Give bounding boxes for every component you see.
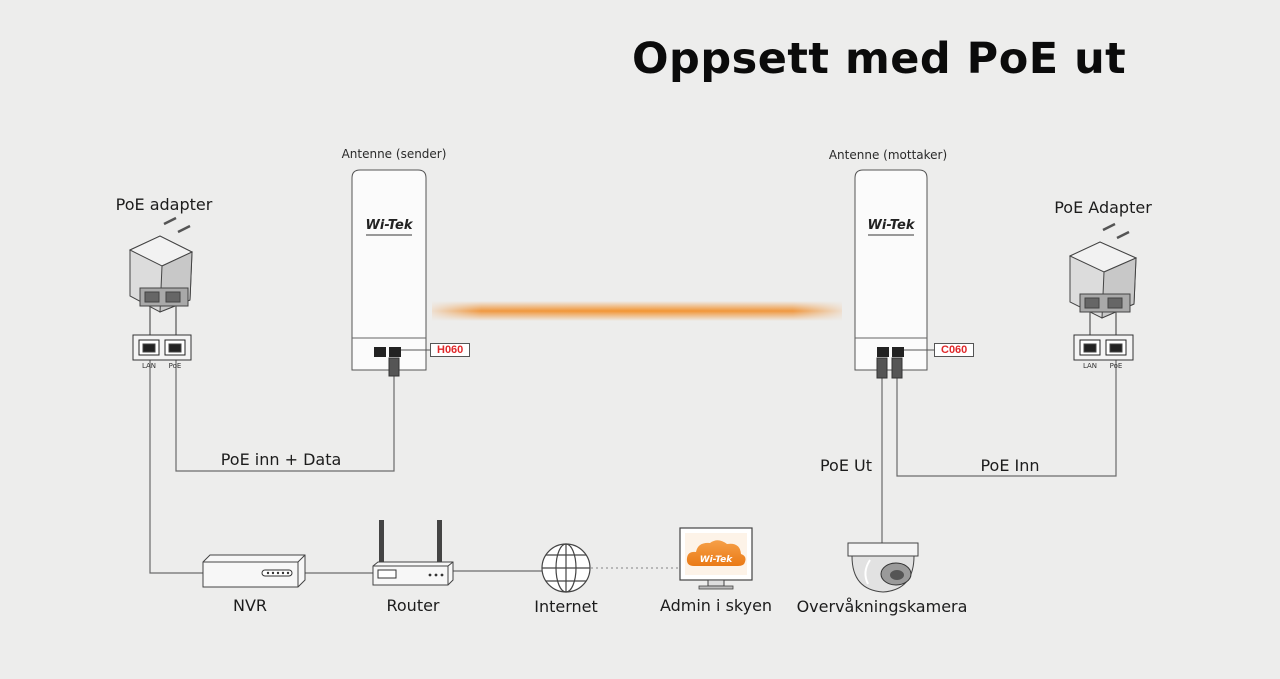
antenna-receiver-label: Antenne (mottaker)	[828, 148, 948, 162]
router-icon	[372, 520, 454, 586]
internet-label: Internet	[534, 597, 598, 616]
link-poe-in-data-label: PoE inn + Data	[220, 450, 342, 469]
right-port-poe-label: PoE	[1109, 362, 1123, 370]
poe-adapter-left-icon	[128, 216, 194, 361]
antenna-receiver-icon: Wi-Tek	[854, 169, 934, 379]
cable-left-poe-to-sender	[175, 360, 395, 472]
camera-icon	[847, 542, 919, 593]
cloud-admin-label: Admin i skyen	[659, 596, 773, 615]
receiver-model-tag: C060	[934, 343, 975, 357]
poe-adapter-right-icon	[1068, 222, 1138, 361]
right-port-lan-label: LAN	[1082, 362, 1098, 370]
svg-text:Wi-Tek: Wi-Tek	[868, 218, 916, 233]
link-poe-out-label: PoE Ut	[819, 456, 873, 475]
sender-model-tag: H060	[430, 343, 471, 357]
antenna-sender-icon: Wi-Tek	[351, 169, 430, 377]
globe-icon	[541, 543, 591, 593]
page-title: Oppsett med PoE ut	[632, 34, 1127, 84]
cloud-admin-icon: Wi-Tek	[679, 527, 753, 590]
svg-text:Wi-Tek: Wi-Tek	[366, 218, 414, 233]
nvr-label: NVR	[232, 596, 268, 615]
wireless-link-beam	[432, 301, 842, 321]
svg-text:Wi-Tek: Wi-Tek	[700, 555, 734, 565]
nvr-icon	[202, 554, 306, 588]
link-poe-in-label: PoE Inn	[980, 456, 1040, 475]
antenna-sender-label: Antenne (sender)	[341, 147, 447, 161]
cables	[149, 360, 1117, 574]
cable-left-lan-to-nvr	[149, 360, 203, 574]
cable-right-poe-to-receiver	[896, 360, 1117, 477]
camera-label: Overvåkningskamera	[796, 597, 968, 616]
left-port-poe-label: PoE	[168, 362, 182, 370]
poe-adapter-left-label: PoE adapter	[115, 195, 213, 214]
poe-adapter-right-label: PoE Adapter	[1054, 198, 1152, 217]
left-port-lan-label: LAN	[141, 362, 157, 370]
router-label: Router	[386, 596, 440, 615]
